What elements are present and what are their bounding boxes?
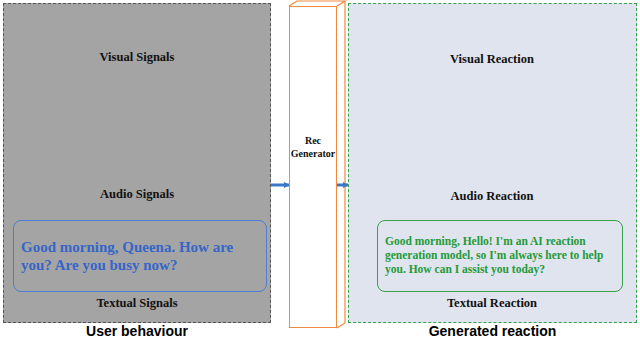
text-box: Good morning, Hello! I'm an AI reaction … — [377, 220, 623, 292]
section-label: Visual Reaction — [450, 52, 534, 67]
section-label: Visual Signals — [100, 50, 175, 65]
output-panel: Generated reactionGood morning, Hello! I… — [348, 3, 637, 323]
section-label: Audio Signals — [100, 187, 174, 202]
section-label: Textual Signals — [96, 296, 177, 311]
panel-caption: Generated reaction — [349, 323, 636, 340]
dialogue-text: Good morning, Hello! I'm an AI reaction … — [385, 235, 615, 276]
generator-label: Rec Generator — [291, 134, 335, 160]
section-label: Audio Reaction — [451, 189, 534, 204]
section-label: Textual Reaction — [447, 296, 537, 311]
dialogue-text: Good morning, Queena. How are you? Are y… — [21, 238, 259, 274]
flow-arrow — [337, 184, 348, 187]
generator-box: Rec Generator — [289, 6, 337, 328]
panel-caption: User behaviour — [4, 323, 270, 340]
flow-arrow — [271, 184, 289, 187]
text-box: Good morning, Queena. How are you? Are y… — [13, 220, 267, 292]
